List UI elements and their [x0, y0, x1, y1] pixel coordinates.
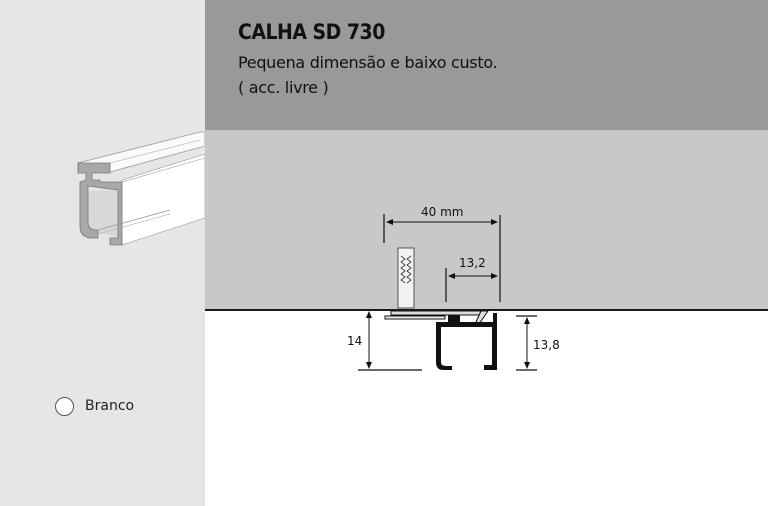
- ceiling-line: [205, 309, 768, 311]
- rail-profile-3d-icon: [77, 131, 205, 246]
- dim-mount-height: 14: [347, 334, 362, 348]
- ceiling-area: [205, 130, 768, 310]
- product-subtitle: Pequena dimensão e baixo custo.: [238, 53, 498, 72]
- header-band: [205, 0, 768, 130]
- product-note: ( acc. livre ): [238, 78, 329, 97]
- dim-offset: 13,2: [459, 256, 486, 270]
- cross-section-diagram: 40 mm 13,2 14 13,8: [347, 205, 560, 371]
- dim-rail-height: 13,8: [533, 338, 560, 352]
- finish-swatch-branco[interactable]: [55, 397, 74, 416]
- dim-total-width: 40 mm: [421, 205, 463, 219]
- finish-label: Branco: [85, 398, 135, 414]
- left-panel: [0, 0, 205, 506]
- product-title: CALHA SD 730: [238, 20, 385, 44]
